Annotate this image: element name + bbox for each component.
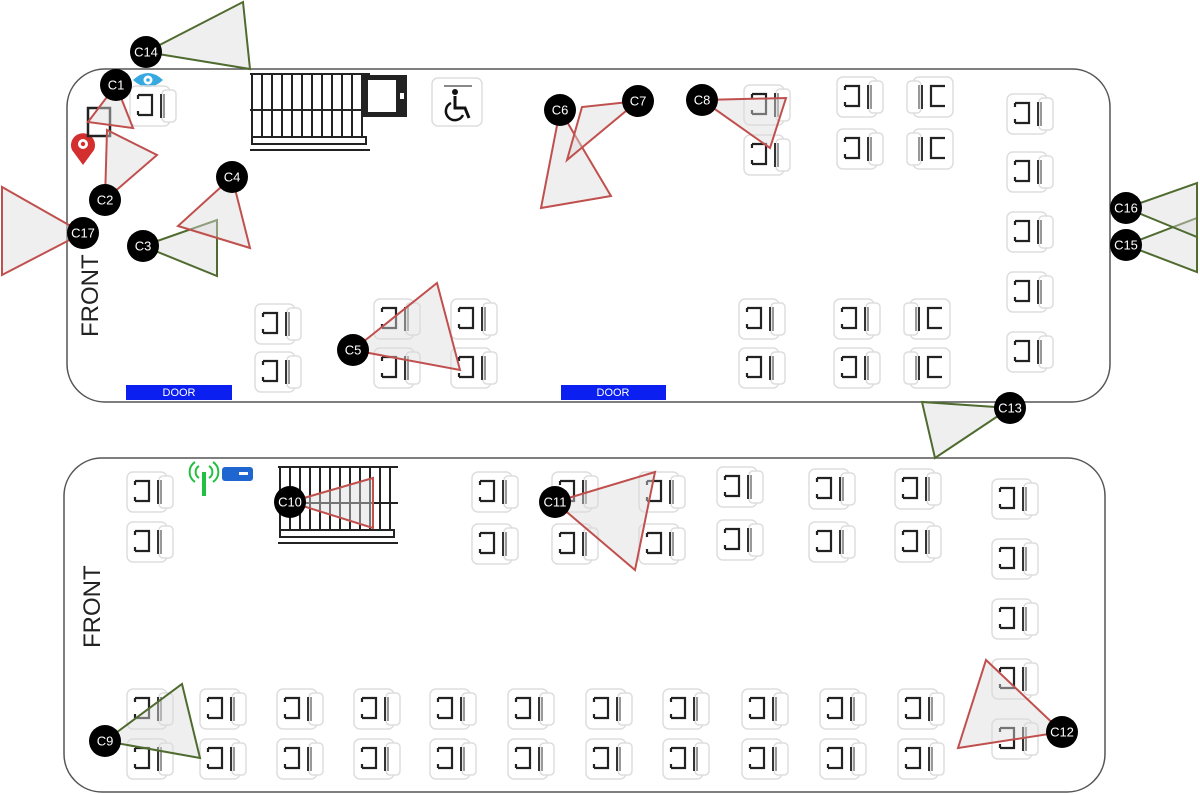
camera-label: C17 (71, 226, 95, 241)
camera-field-of-view (103, 128, 159, 203)
camera-icon[interactable] (274, 486, 306, 518)
camera-field-of-view (565, 99, 642, 163)
camera-icon[interactable] (100, 69, 132, 101)
door-label: DOOR (597, 387, 630, 399)
camera-icon[interactable] (539, 486, 571, 518)
camera-marker-c1[interactable]: C1 (100, 69, 132, 101)
camera-marker-c11[interactable]: C11 (539, 486, 571, 518)
camera-field-of-view (1123, 216, 1198, 274)
camera-icon[interactable] (544, 94, 576, 126)
camera-label: C6 (552, 103, 569, 118)
camera-marker-c16[interactable]: C16 (1110, 192, 1142, 224)
camera-marker-c5[interactable]: C5 (337, 334, 369, 366)
location-pin-icon (71, 133, 95, 165)
camera-icon[interactable] (622, 85, 654, 117)
camera-marker-c17[interactable]: C17 (67, 217, 99, 249)
camera-marker-c6[interactable]: C6 (544, 94, 576, 126)
camera-icon[interactable] (686, 84, 718, 116)
camera-label: C14 (134, 45, 158, 60)
camera-icon[interactable] (1046, 716, 1078, 748)
router-icon (222, 467, 253, 481)
camera-field-of-view (286, 476, 374, 530)
camera-field-of-view (350, 281, 462, 372)
camera-marker-c4[interactable]: C4 (216, 161, 248, 193)
camera-field-of-view (140, 218, 218, 278)
front-label: FRONT (77, 254, 104, 337)
camera-field-of-view (552, 470, 657, 572)
camera-label: C9 (97, 734, 114, 749)
door-label: DOOR (163, 387, 196, 399)
camera-icon[interactable] (216, 161, 248, 193)
camera-label: C10 (278, 495, 302, 510)
camera-field-of-view (956, 658, 1065, 750)
upper-bus-outline (66, 68, 1111, 403)
camera-marker-c14[interactable]: C14 (130, 36, 162, 68)
camera-icon[interactable] (89, 184, 121, 216)
upper-bus: FRONT DOOR DOOR (66, 68, 1111, 403)
camera-field-of-view (539, 107, 613, 210)
camera-marker-c15[interactable]: C15 (1110, 229, 1142, 261)
camera-icon[interactable] (1110, 192, 1142, 224)
camera-field-of-view (920, 400, 1013, 460)
camera-icon[interactable] (337, 334, 369, 366)
camera-label: C15 (1114, 238, 1138, 253)
camera-icon[interactable] (994, 392, 1026, 424)
wifi-antenna-icon (188, 461, 220, 496)
camera-field-of-view (176, 175, 252, 250)
camera-field-of-view (86, 82, 135, 130)
door[interactable]: DOOR (126, 385, 232, 400)
lower-bus: FRONT (63, 457, 1106, 793)
camera-marker-c7[interactable]: C7 (622, 85, 654, 117)
camera-icon[interactable] (130, 36, 162, 68)
camera-field-of-view (102, 682, 202, 760)
camera-icon[interactable] (67, 217, 99, 249)
camera-marker-c8[interactable]: C8 (686, 84, 718, 116)
camera-label: C11 (544, 495, 567, 510)
camera-marker-c10[interactable]: C10 (274, 486, 306, 518)
camera-label: C7 (630, 94, 647, 109)
camera-label: C12 (1050, 725, 1074, 740)
camera-label: C3 (135, 239, 152, 254)
camera-marker-c9[interactable]: C9 (89, 725, 121, 757)
door[interactable]: DOOR (561, 385, 666, 400)
camera-label: C8 (694, 93, 711, 108)
camera-marker-c13[interactable]: C13 (994, 392, 1026, 424)
camera-marker-c12[interactable]: C12 (1046, 716, 1078, 748)
camera-label: C13 (998, 401, 1022, 416)
camera-label: C1 (108, 78, 125, 93)
camera-icon[interactable] (127, 230, 159, 262)
camera-field-of-view (1, 185, 86, 277)
front-label: FRONT (79, 565, 106, 648)
camera-label: C16 (1114, 201, 1138, 216)
eye-icon (133, 73, 163, 87)
camera-field-of-view (698, 96, 788, 150)
wheelchair-icon (431, 77, 483, 127)
camera-field-of-view (1123, 181, 1198, 239)
camera-label: C5 (345, 343, 362, 358)
camera-label: C4 (224, 170, 241, 185)
camera-icon[interactable] (1110, 229, 1142, 261)
camera-icon[interactable] (89, 725, 121, 757)
camera-field-of-view (142, 0, 252, 71)
camera-label: C2 (97, 193, 114, 208)
camera-marker-c2[interactable]: C2 (89, 184, 121, 216)
camera-marker-c3[interactable]: C3 (127, 230, 159, 262)
elevator-door-icon (363, 75, 407, 117)
